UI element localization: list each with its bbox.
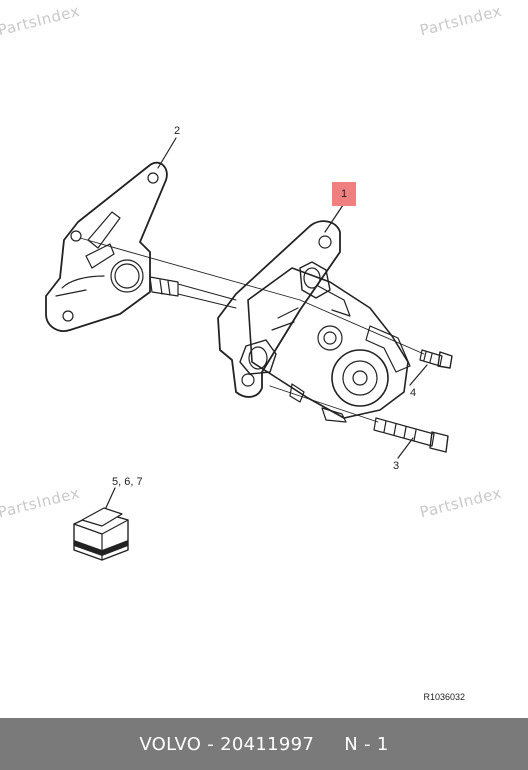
callout-part-3: 3 (393, 460, 400, 472)
callout-part-1-highlight: 1 (332, 182, 356, 206)
kit-box-icon (73, 507, 129, 561)
gasket-plate (45, 161, 168, 332)
footer-separator: - (201, 733, 221, 755)
callout-part-1: 1 (340, 188, 348, 200)
footer-part-number: 20411997 (220, 733, 315, 755)
callout-parts-567: 5, 6, 7 (112, 476, 143, 488)
callout-part-2: 2 (174, 125, 181, 137)
short-bolt (299, 299, 453, 369)
footer-brand: VOLVO (139, 733, 202, 755)
exploded-parts-drawing (45, 137, 453, 561)
long-mounting-bolt (79, 237, 301, 309)
leader-line-3 (397, 437, 414, 459)
callout-part-4: 4 (410, 387, 417, 399)
leader-line-1 (324, 204, 344, 233)
power-steering-pump (217, 220, 411, 423)
footer-gap (314, 734, 344, 755)
long-bolt (269, 385, 449, 453)
footer-bar: VOLVO - 20411997 N - 1 (0, 718, 528, 770)
leader-line-4 (409, 364, 428, 386)
diagram-stage: PartsIndex PartsIndex PartsIndex PartsIn… (0, 2, 504, 702)
reference-code: R1036032 (423, 692, 465, 702)
footer-page: N - 1 (344, 733, 389, 755)
